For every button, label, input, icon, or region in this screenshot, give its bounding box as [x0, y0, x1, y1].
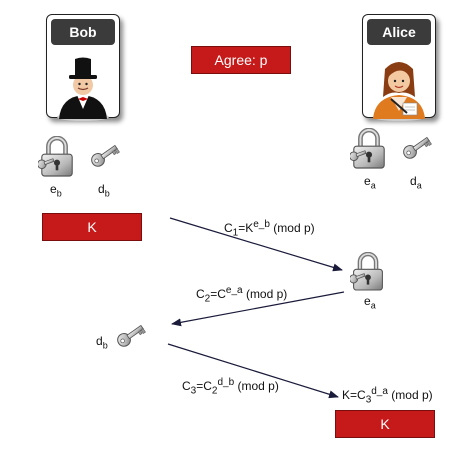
agree-banner: Agree: p: [191, 46, 291, 74]
bob-private-key-label: db: [98, 182, 110, 199]
bob-card: Bob: [46, 14, 120, 121]
alice-private-key-label: da: [410, 174, 422, 191]
formula-c2: C2=Ce_a (mod p): [196, 285, 288, 305]
alice-card: Alice: [362, 14, 436, 121]
bob-public-key-label: eb: [50, 182, 62, 199]
formula-c3: C3=C2d_b (mod p): [182, 377, 279, 397]
lock-icon: [350, 252, 386, 292]
arrow-c1: [169, 217, 343, 272]
key-icon: [114, 320, 148, 350]
bob-avatar-icon: [57, 57, 109, 121]
formula-c1: C1=Ke_b (mod p): [224, 219, 315, 239]
alice-public-key-label: ea: [364, 174, 376, 191]
bob-name: Bob: [51, 19, 115, 45]
formula-result: K=C3d_a (mod p): [342, 386, 433, 406]
alice-secret-k: K: [335, 410, 435, 438]
bob-key-label: db: [96, 334, 108, 351]
arrow-c3: [167, 343, 339, 399]
alice-avatar-icon: [373, 62, 425, 121]
arrow-c2: [171, 291, 345, 327]
bob-secret-k: K: [42, 213, 142, 241]
alice-name: Alice: [367, 19, 431, 45]
alice-lock-label: ea: [364, 294, 376, 311]
